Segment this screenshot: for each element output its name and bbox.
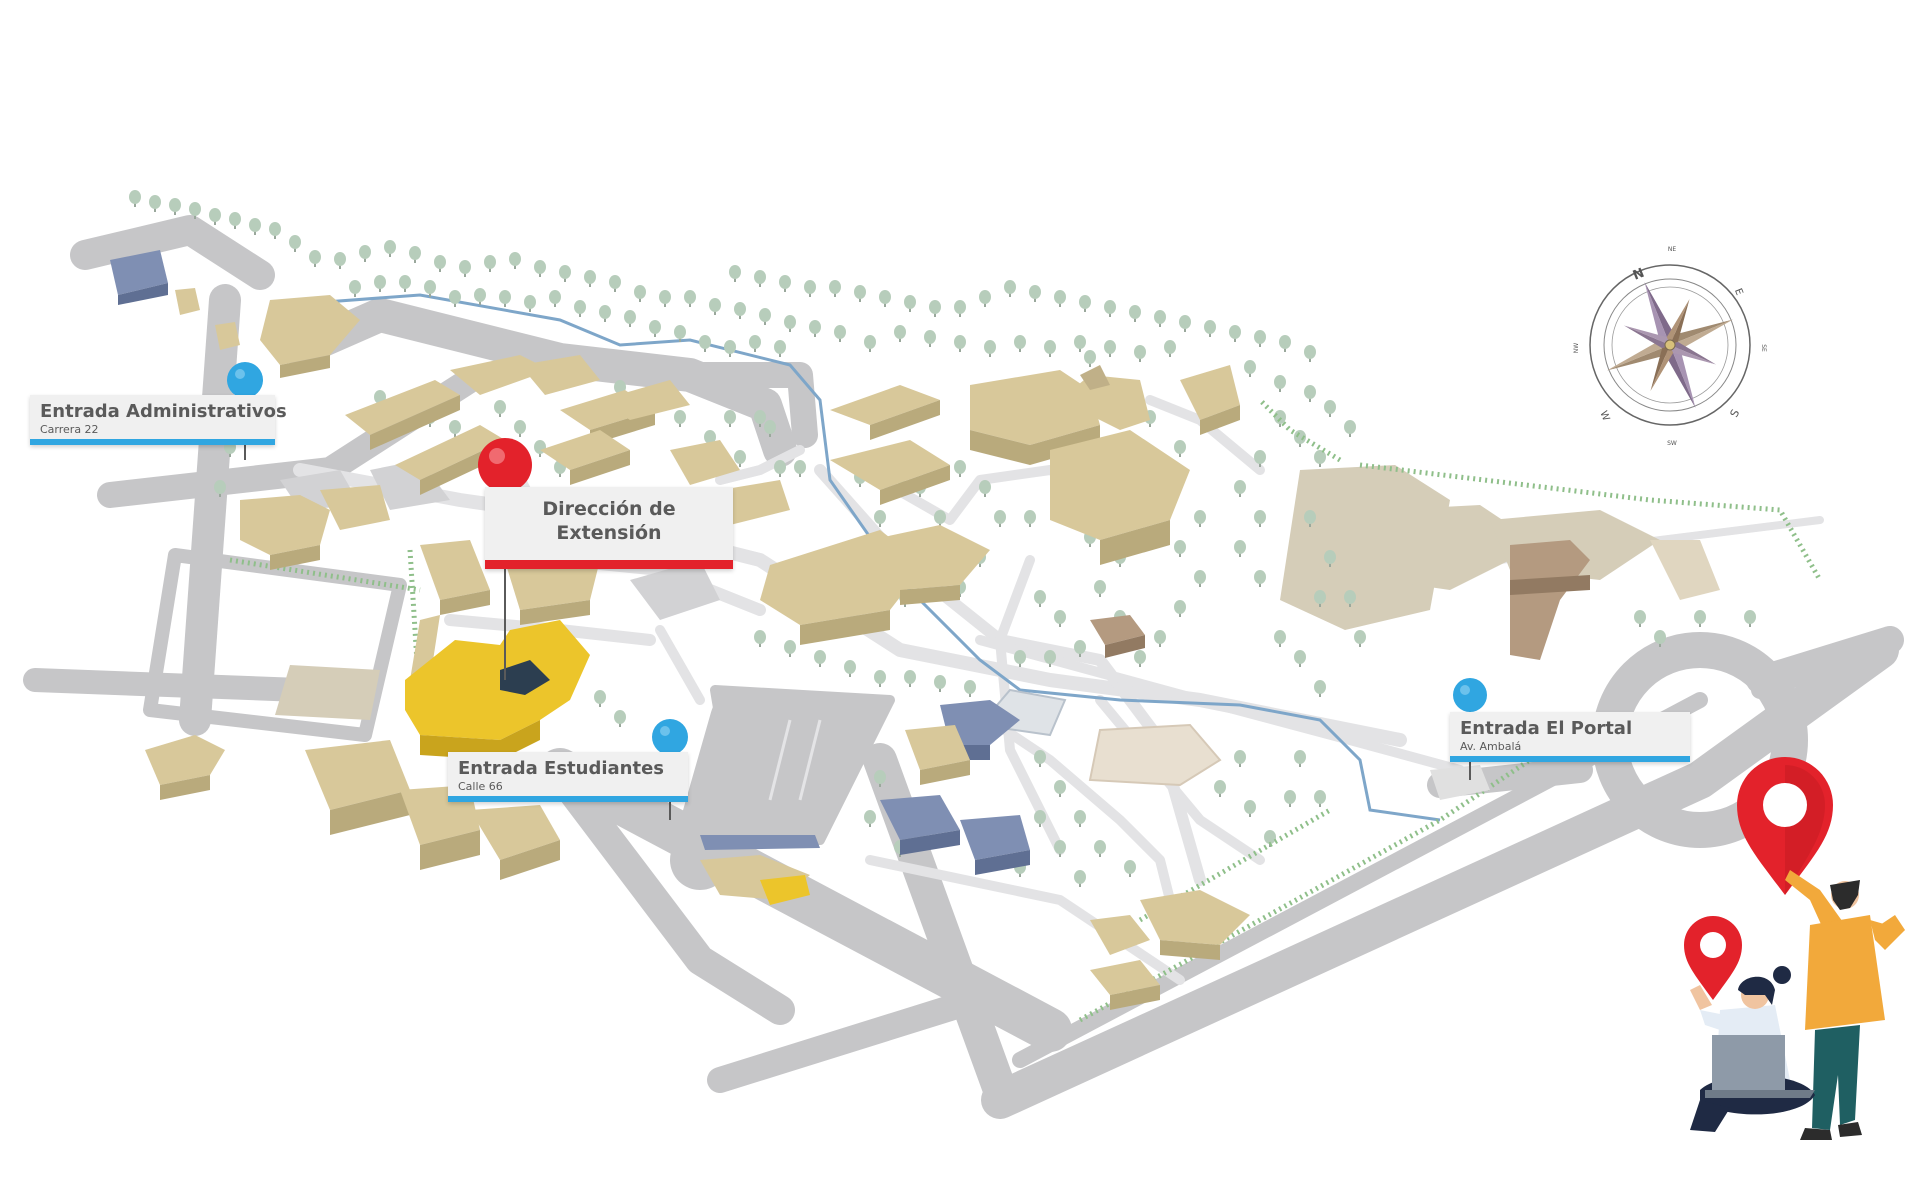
road-northwest <box>70 215 275 290</box>
building-central-north <box>830 440 950 490</box>
label-subtitle: Calle 66 <box>458 780 503 793</box>
label-title-line2: Extensión <box>556 522 662 544</box>
building-mid-west <box>420 540 490 600</box>
laptop-icon <box>1705 1035 1815 1098</box>
road-south-west <box>545 760 795 1025</box>
building-direccion-extension[interactable] <box>405 620 590 760</box>
compass-letter-n: N <box>1631 266 1647 284</box>
label-entrada-administrativos[interactable]: Entrada Administrativos Carrera 22 <box>30 395 287 445</box>
building-west-cluster <box>240 495 330 555</box>
road-south-link <box>707 992 973 1093</box>
building-se-1 <box>1090 915 1150 955</box>
label-subtitle: Carrera 22 <box>40 423 99 436</box>
building-brown-small <box>1090 615 1145 645</box>
label-subtitle: Av. Ambalá <box>1460 740 1522 753</box>
label-entrada-el-portal[interactable]: Entrada El Portal Av. Ambalá <box>1450 712 1690 762</box>
building-ne-cluster <box>970 370 1100 445</box>
parking-markings <box>768 719 822 801</box>
building-sw-2 <box>305 740 410 810</box>
sports-fields <box>275 465 1660 787</box>
field-west <box>275 665 380 720</box>
plaza-central <box>630 560 720 620</box>
label-title: Entrada El Portal <box>1460 718 1633 739</box>
compass-letter-ne: NE <box>1668 246 1676 253</box>
building-nw-blue <box>110 250 168 295</box>
building-portal-gate <box>1430 765 1490 800</box>
illustration-people <box>1684 757 1905 1140</box>
label-title-line1: Dirección de <box>542 498 676 520</box>
location-marker-icon <box>1737 757 1833 895</box>
road-avenida-ambala <box>981 631 1899 1119</box>
building-blue-sports-3 <box>960 815 1030 860</box>
label-title: Entrada Administrativos <box>40 401 287 422</box>
man-figure <box>1785 870 1905 1140</box>
label-entrada-estudiantes[interactable]: Entrada Estudiantes Calle 66 <box>448 752 688 802</box>
location-marker-icon-small <box>1684 916 1742 1000</box>
compass-letter-se: SE <box>1760 344 1767 352</box>
compass-letter-sw: SW <box>1667 440 1677 447</box>
compass-letter-e: E <box>1732 287 1745 297</box>
compass-letter-s: S <box>1728 407 1743 419</box>
road-north-loop <box>283 298 797 467</box>
building-east-brown <box>1510 540 1590 660</box>
building-blue-sports-2 <box>880 795 960 840</box>
label-title: Entrada Estudiantes <box>458 758 665 779</box>
field-east-large <box>1280 465 1450 630</box>
label-direccion-extension[interactable]: Dirección de Extensión <box>485 487 733 569</box>
soccer-field-south <box>1088 723 1222 787</box>
plaza-north <box>370 460 450 510</box>
buildings <box>110 250 1720 1010</box>
compass-letter-w: W <box>1597 409 1611 422</box>
building-north-row-1 <box>345 380 460 435</box>
building-blue-sports-1 <box>940 700 1020 745</box>
road-west <box>179 284 241 736</box>
building-nw-cluster <box>260 295 360 365</box>
road-lower-west <box>23 668 312 702</box>
building-parking-roof <box>700 835 820 850</box>
compass-letter-nw: NW <box>1573 343 1580 353</box>
road-east-exit-2 <box>1751 651 1859 699</box>
building-sw-1 <box>145 735 225 785</box>
compass-rose-icon: N NE E SE S SW W NW <box>1573 246 1767 447</box>
